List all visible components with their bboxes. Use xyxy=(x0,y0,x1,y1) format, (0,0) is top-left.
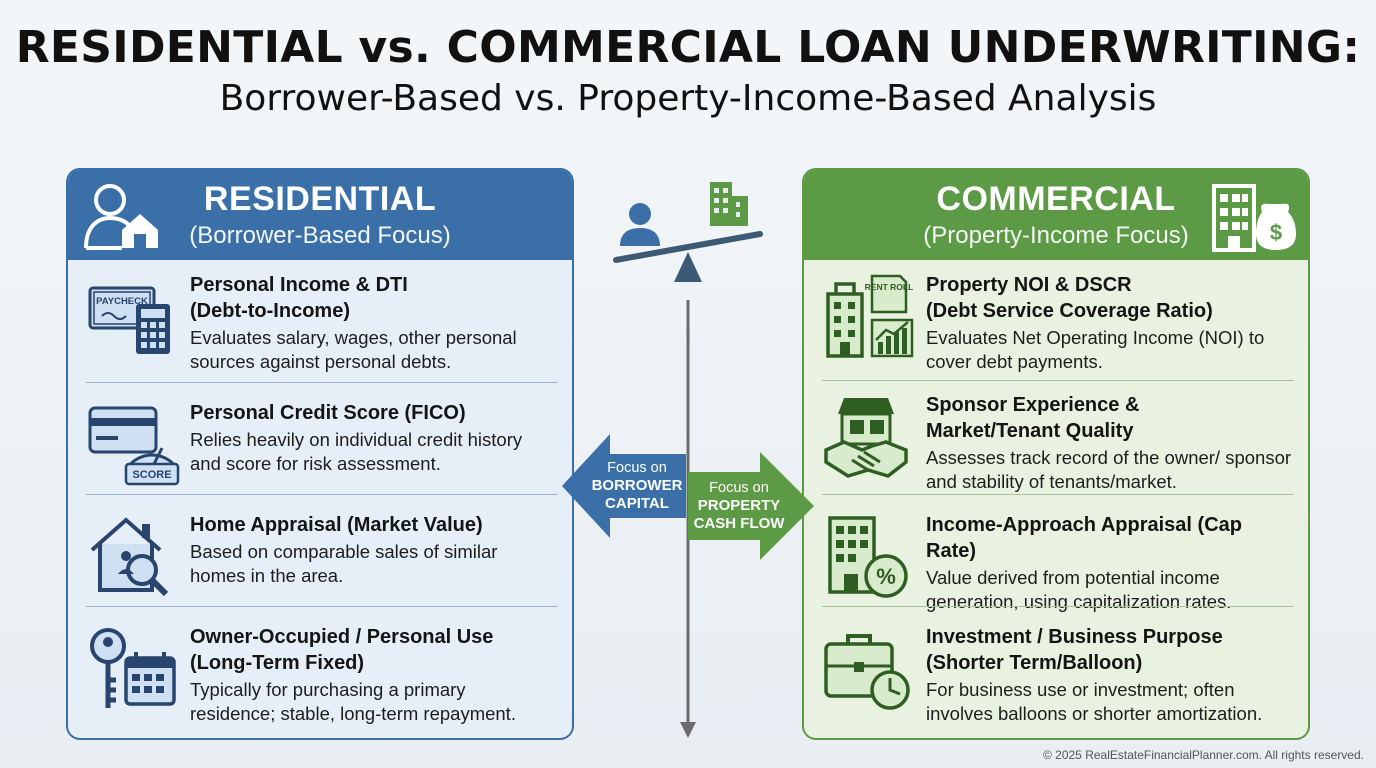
paycheck-label: PAYCHECK xyxy=(96,296,148,307)
credit-card-gauge-icon: SCORE xyxy=(88,406,180,486)
building-rent-roll-icon: RENT ROLL xyxy=(826,274,914,358)
scale-fulcrum xyxy=(674,252,702,282)
svg-text:$: $ xyxy=(1270,220,1282,245)
list-item: SCORE Personal Credit Score (FICO) Relie… xyxy=(86,392,558,504)
house-magnifier-icon xyxy=(90,517,169,597)
list-item: % Income-Approach Appraisal (Cap Rate) V… xyxy=(822,504,1294,616)
building-icon xyxy=(710,182,748,226)
list-item: Home Appraisal (Market Value) Based on c… xyxy=(86,504,558,616)
divider xyxy=(822,494,1294,495)
item-title: Income-Approach Appraisal (Cap Rate) xyxy=(926,514,1242,562)
building-percent-icon: % xyxy=(828,516,908,598)
divider xyxy=(86,606,558,607)
divider xyxy=(822,380,1294,381)
commercial-subtitle: (Property-Income Focus) xyxy=(923,222,1189,249)
item-description: Evaluates salary, wages, other personal … xyxy=(190,327,517,372)
divider xyxy=(86,494,558,495)
item-title: Owner-Occupied / Personal Use (Long-Term… xyxy=(190,626,494,674)
list-item: PAYCHECK Personal Income & DTI (Debt-to-… xyxy=(86,264,558,376)
residential-panel: RESIDENTIAL (Borrower-Based Focus) PAYCH… xyxy=(66,168,574,740)
residential-header: RESIDENTIAL (Borrower-Based Focus) xyxy=(68,170,572,260)
briefcase-clock-icon xyxy=(824,634,910,710)
residential-subtitle: (Borrower-Based Focus) xyxy=(189,222,451,249)
item-description: Assesses track record of the owner/ spon… xyxy=(926,447,1292,492)
left-focus-arrow xyxy=(562,434,686,538)
scale-beam xyxy=(613,231,763,263)
list-item: Sponsor Experience & Market/Tenant Quali… xyxy=(822,384,1294,496)
item-description: Evaluates Net Operating Income (NOI) to … xyxy=(926,327,1265,372)
building-money-bag-icon: $ xyxy=(1212,184,1296,252)
residential-title: RESIDENTIAL xyxy=(203,180,437,218)
balance-scale xyxy=(562,182,814,738)
storefront-handshake-icon xyxy=(824,398,908,478)
item-title: Sponsor Experience & Market/Tenant Quali… xyxy=(926,394,1140,442)
item-description: Relies heavily on individual credit hist… xyxy=(190,429,523,474)
commercial-header: $ COMMERCIAL (Property-Income Focus) xyxy=(804,170,1308,260)
list-item: Owner-Occupied / Personal Use (Long-Term… xyxy=(86,616,558,728)
paycheck-calculator-icon: PAYCHECK xyxy=(88,286,170,354)
page-title: RESIDENTIAL vs. COMMERCIAL LOAN UNDERWRI… xyxy=(15,22,1361,73)
copyright-notice: © 2025 RealEstateFinancialPlanner.com. A… xyxy=(1042,748,1364,762)
item-description: For business use or investment; often in… xyxy=(926,679,1263,724)
person-icon xyxy=(620,203,660,246)
score-label: SCORE xyxy=(132,469,171,481)
item-title: Personal Income & DTI (Debt-to-Income) xyxy=(190,274,408,322)
svg-text:%: % xyxy=(876,564,896,589)
item-description: Based on comparable sales of similar hom… xyxy=(190,541,498,586)
list-item: RENT ROLL Property NOI & DSCR (Debt Serv… xyxy=(822,264,1294,376)
divider xyxy=(822,606,1294,607)
axis-arrowhead xyxy=(680,722,696,738)
item-title: Property NOI & DSCR (Debt Service Covera… xyxy=(926,274,1213,322)
divider xyxy=(86,382,558,383)
person-house-icon xyxy=(84,184,158,250)
commercial-title: COMMERCIAL xyxy=(936,180,1176,218)
key-calendar-icon xyxy=(90,628,176,708)
rent-roll-label: RENT ROLL xyxy=(865,282,914,292)
item-title: Personal Credit Score (FICO) xyxy=(190,402,466,424)
page-subtitle: Borrower-Based vs. Property-Income-Based… xyxy=(219,78,1157,119)
commercial-panel: $ COMMERCIAL (Property-Income Focus) REN… xyxy=(802,168,1310,740)
left-arrow-label: Focus on BORROWER CAPITAL xyxy=(591,460,683,512)
item-description: Typically for purchasing a primary resid… xyxy=(190,679,516,724)
item-title: Investment / Business Purpose (Shorter T… xyxy=(926,626,1223,674)
right-arrow-label: Focus on PROPERTY CASH FLOW xyxy=(693,480,785,532)
list-item: Investment / Business Purpose (Shorter T… xyxy=(822,616,1294,728)
item-title: Home Appraisal (Market Value) xyxy=(190,514,483,536)
right-focus-arrow xyxy=(688,452,814,560)
